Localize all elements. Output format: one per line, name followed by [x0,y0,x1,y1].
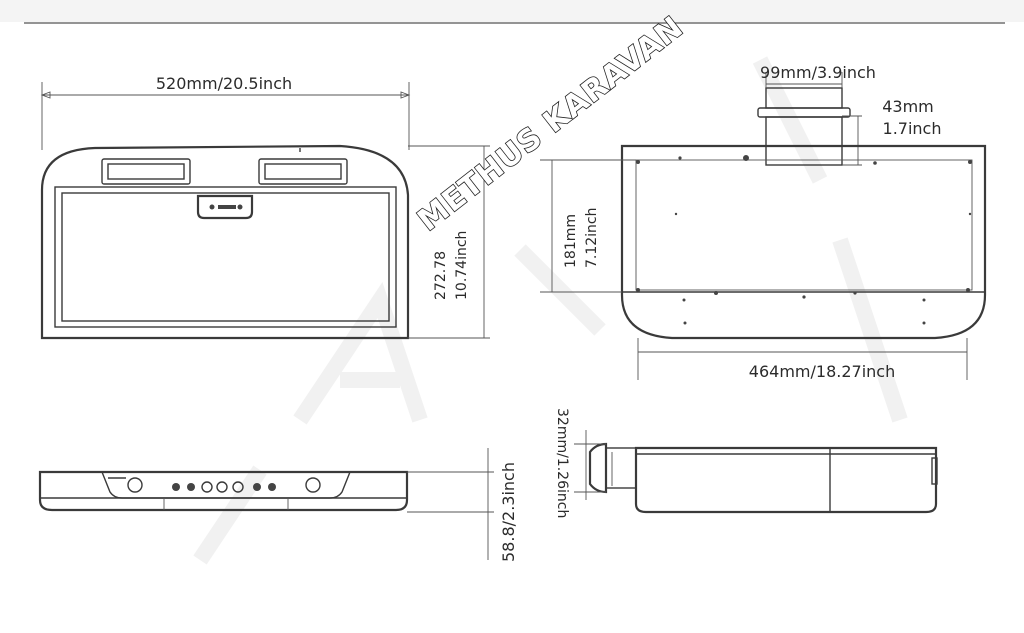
front-view: 520mm/20.5inch 272.78 10.74inch [40,74,490,340]
side-height-label: 58.8/2.3inch [499,462,518,562]
top-depth-inch-label: 1.7inch [883,119,942,138]
front-width-label: 520mm/20.5inch [156,74,292,93]
watermark: METHUS KARAVAN [411,9,692,239]
rear-height-mm-label: 181mm [563,214,579,268]
front-height-mm-label: 272.78 [433,251,449,300]
bottom-view: 58.8/2.3inch [38,448,518,562]
top-width-label: 99mm/3.9inch [760,63,876,82]
ghost-watermark [193,56,908,565]
top-depth-mm-label: 43mm [882,97,934,116]
watermark-text: METHUS KARAVAN [411,10,690,239]
front-height-inch-label: 10.74inch [454,231,470,300]
header-strip [0,0,1024,22]
rear-height-inch-label: 7.12inch [584,207,600,268]
rear-view: 99mm/3.9inch 43mm 1.7inch 181mm [540,63,987,381]
rear-width-label: 464mm/18.27inch [749,362,895,381]
side-view: 32mm/1.26inch [554,408,938,518]
side-depth-label: 32mm/1.26inch [554,408,570,518]
